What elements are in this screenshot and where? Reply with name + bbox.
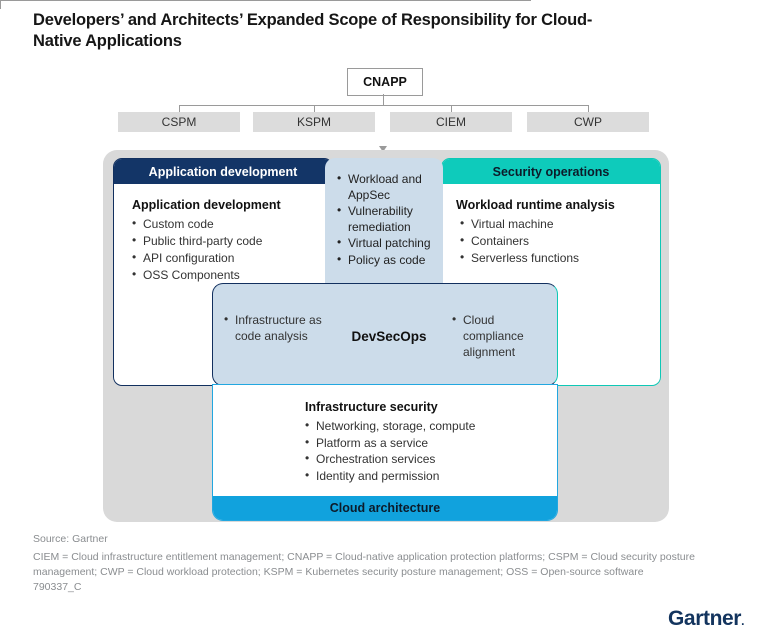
tree-baseline bbox=[0, 0, 531, 1]
panel-body-application-development: Application development Custom code Publ… bbox=[114, 184, 332, 283]
list-item: Virtual patching bbox=[337, 235, 437, 252]
group-title-workload-runtime-analysis: Workload runtime analysis bbox=[456, 198, 615, 212]
panel-header-security-operations: Security operations bbox=[442, 159, 660, 184]
list-item: Vulnerability remediation bbox=[337, 203, 437, 235]
tree-leaf-cspm: CSPM bbox=[118, 112, 240, 132]
cnapp-node: CNAPP bbox=[347, 68, 423, 96]
list-infrastructure-security: Networking, storage, compute Platform as… bbox=[213, 417, 557, 485]
overlap-top-column: Workload and AppSec Vulnerability remedi… bbox=[325, 158, 443, 290]
abbreviation-definitions: CIEM = Cloud infrastructure entitlement … bbox=[33, 551, 695, 578]
down-arrow-stem bbox=[0, 1, 1, 9]
tree-leaf-cwp: CWP bbox=[527, 112, 649, 132]
cnapp-connector-drop-ciem bbox=[451, 105, 452, 112]
list-item: Infrastructure as code analysis bbox=[224, 311, 334, 344]
cnapp-connector-drop-cspm bbox=[179, 105, 180, 112]
list-devsecops-right: Cloud compliance alignment bbox=[452, 311, 552, 360]
list-devsecops-left: Infrastructure as code analysis bbox=[224, 311, 334, 344]
list-item: Cloud compliance alignment bbox=[452, 311, 552, 360]
down-arrow-icon bbox=[379, 146, 387, 152]
tree-leaf-ciem: CIEM bbox=[390, 112, 512, 132]
source-note: Source: Gartner bbox=[33, 533, 108, 545]
page-title: Developers’ and Architects’ Expanded Sco… bbox=[33, 11, 593, 50]
cnapp-connector-vertical bbox=[383, 94, 384, 106]
list-item: Orchestration services bbox=[305, 450, 557, 468]
list-item: Public third-party code bbox=[132, 232, 320, 249]
cnapp-connector-drop-kspm bbox=[314, 105, 315, 112]
list-item: OSS Components bbox=[132, 266, 320, 283]
list-item: Platform as a service bbox=[305, 434, 557, 452]
panel-body-security-operations: Workload runtime analysis Virtual machin… bbox=[442, 184, 660, 266]
panel-infrastructure-security: Infrastructure security Networking, stor… bbox=[212, 384, 558, 521]
list-item: API configuration bbox=[132, 249, 320, 266]
gartner-logo-text: Gartner bbox=[668, 607, 742, 630]
gartner-logo-dot: . bbox=[741, 614, 744, 628]
list-application-development: Custom code Public third-party code API … bbox=[132, 215, 320, 283]
panel-body-infrastructure-security: Infrastructure security Networking, stor… bbox=[213, 385, 557, 484]
list-item: Virtual machine bbox=[460, 215, 648, 232]
figure-code: 790337_C bbox=[33, 581, 82, 593]
devsecops-label: DevSecOps bbox=[351, 329, 427, 344]
cnapp-connector-drop-cwp bbox=[588, 105, 589, 112]
cnapp-connector-bus bbox=[179, 105, 588, 106]
tree-leaf-kspm: KSPM bbox=[253, 112, 375, 132]
list-item: Containers bbox=[460, 232, 648, 249]
list-item: Networking, storage, compute bbox=[305, 417, 557, 435]
list-workload-runtime-analysis: Virtual machine Containers Serverless fu… bbox=[460, 215, 648, 266]
gartner-logo: Gartner. bbox=[668, 607, 744, 631]
list-item: Workload and AppSec bbox=[337, 171, 437, 203]
group-title-infrastructure-security: Infrastructure security bbox=[305, 400, 438, 414]
group-title-application-development: Application development bbox=[132, 198, 281, 212]
panel-footer-cloud-architecture: Cloud architecture bbox=[213, 496, 557, 520]
list-item: Policy as code bbox=[337, 252, 437, 269]
list-item: Serverless functions bbox=[460, 249, 648, 266]
panel-header-application-development: Application development bbox=[114, 159, 332, 184]
list-item: Identity and permission bbox=[305, 467, 557, 485]
list-item: Custom code bbox=[132, 215, 320, 232]
list-overlap-top: Workload and AppSec Vulnerability remedi… bbox=[325, 158, 443, 268]
